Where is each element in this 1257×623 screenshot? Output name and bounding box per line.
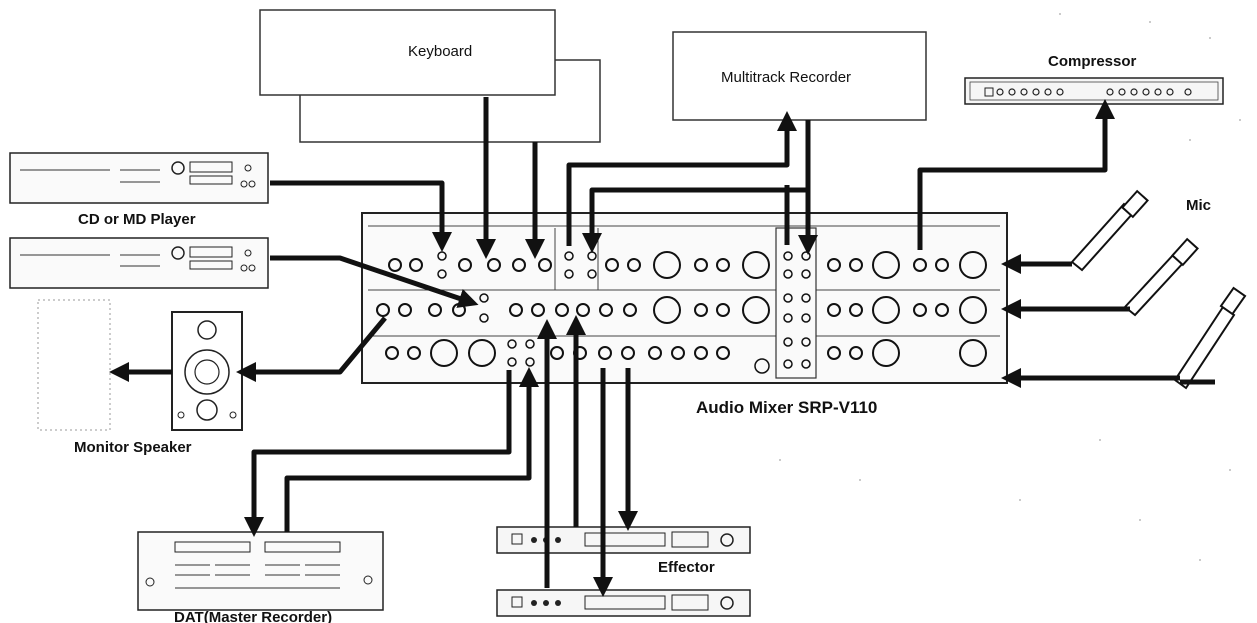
cable-group	[109, 97, 1215, 597]
multitrack-recorder-device: Multitrack Recorder	[672, 31, 927, 121]
keyboard-device: Keyboard	[259, 9, 601, 143]
multitrack-recorder-label: Multitrack Recorder	[721, 69, 851, 86]
cable-dat-out	[284, 367, 539, 532]
cable-multitrack-out	[566, 111, 797, 246]
effector-label: Effector	[658, 559, 715, 576]
monitor-speaker-label: Monitor Speaker	[74, 439, 192, 456]
compressor-label: Compressor	[1048, 53, 1137, 70]
cable-cd-2	[270, 255, 479, 308]
cable-monitor-1	[236, 316, 387, 382]
mic-group: Mic	[1070, 189, 1247, 390]
dat-master-recorder-device: DAT(Master Recorder)	[137, 531, 384, 623]
cd-md-player-device: CD or MD Player	[9, 152, 269, 228]
cable-mic-3	[1010, 378, 1215, 382]
dat-master-recorder-label: DAT(Master Recorder)	[174, 609, 332, 623]
cd-md-player-2-device	[9, 237, 269, 289]
audio-mixer-device: Audio Mixer SRP-V110	[361, 212, 1008, 417]
cable-dat-in	[244, 370, 512, 537]
scan-noise	[779, 13, 1241, 561]
cd-md-player-label: CD or MD Player	[78, 211, 196, 228]
cable-cd-1	[270, 180, 452, 252]
audio-mixer-label: Audio Mixer SRP-V110	[696, 398, 877, 417]
monitor-speaker-device: Monitor Speaker	[37, 299, 243, 456]
keyboard-label: Keyboard	[408, 43, 472, 60]
effector-device: Effector	[496, 526, 751, 617]
compressor-device: Compressor	[964, 53, 1224, 105]
cable-multitrack-in	[582, 120, 811, 253]
mic-label: Mic	[1186, 197, 1211, 214]
cable-compressor	[917, 99, 1115, 250]
